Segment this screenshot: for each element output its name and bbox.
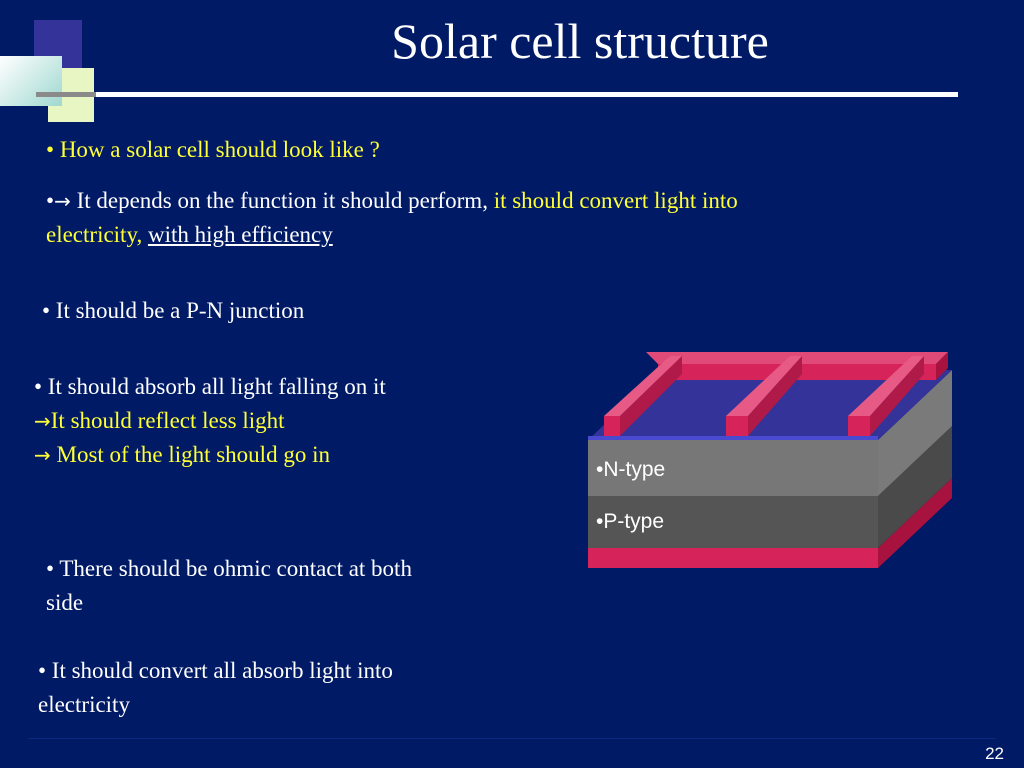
p-type-front [588,496,878,548]
bullet-ohmic-line1: • There should be ohmic contact at both [46,556,412,581]
bullet-function: •→ It depends on the function it should … [46,184,946,252]
arrow-icon: → [34,409,51,433]
bullet-text-electricity: electricity, [46,222,148,247]
bullet-text-function: It depends on the function it should per… [76,188,494,213]
bullet-marker: • [46,188,55,213]
finger-2-side [748,356,802,436]
bullet-how-solar-cell: • How a solar cell should look like ? [46,133,380,167]
finger-2-top [726,356,802,416]
bullet-text: How a solar cell should look like ? [59,137,380,162]
p-type-label: •P-type [596,510,665,533]
top-layer-front-edge [588,436,878,440]
bottom-contact-side [878,478,952,568]
arrow-icon: → [34,443,51,467]
finger-1-top [604,356,682,416]
p-type-side [878,426,952,548]
footer-divider [28,738,996,739]
decor-square-teal [0,56,62,106]
bullet-text-convert: it should convert light into [493,188,738,213]
n-type-label: •N-type [596,458,666,481]
solar-cell-diagram [588,352,952,568]
bullet-absorb-line3: → Most of the light should go in [34,442,330,467]
bullet-convert-line2: electricity [38,692,130,717]
bullet-ohmic-line2: side [46,590,84,615]
bullet-text-efficiency: with high efficiency [147,222,333,247]
busbar-side [936,352,948,380]
bullet-absorb-light: • It should absorb all light falling on … [34,370,554,472]
page-number: 22 [985,744,1004,763]
title-rule [96,92,958,97]
bullet-ohmic-contact: • There should be ohmic contact at both … [46,552,526,620]
finger-1-front [604,416,620,436]
bullet-convert-line1: • It should convert all absorb light int… [38,658,393,683]
slide-title: Solar cell structure [391,13,769,69]
bullet-marker: • [46,137,55,162]
n-type-front [588,440,878,496]
finger-1-side [620,356,682,436]
finger-3-front [848,416,870,436]
finger-3-side [870,356,924,436]
n-type-side [878,370,952,496]
bullet-absorb-line2: →It should reflect less light [34,408,285,433]
bullet-pn-junction: • It should be a P-N junction [42,298,305,323]
bullet-absorb-line1: • It should absorb all light falling on … [34,374,386,399]
arrow-icon: → [54,189,71,213]
finger-2-front [726,416,748,436]
bullet-convert-light: • It should convert all absorb light int… [38,654,518,722]
bottom-contact-front [588,548,878,568]
finger-3-top [848,356,924,416]
